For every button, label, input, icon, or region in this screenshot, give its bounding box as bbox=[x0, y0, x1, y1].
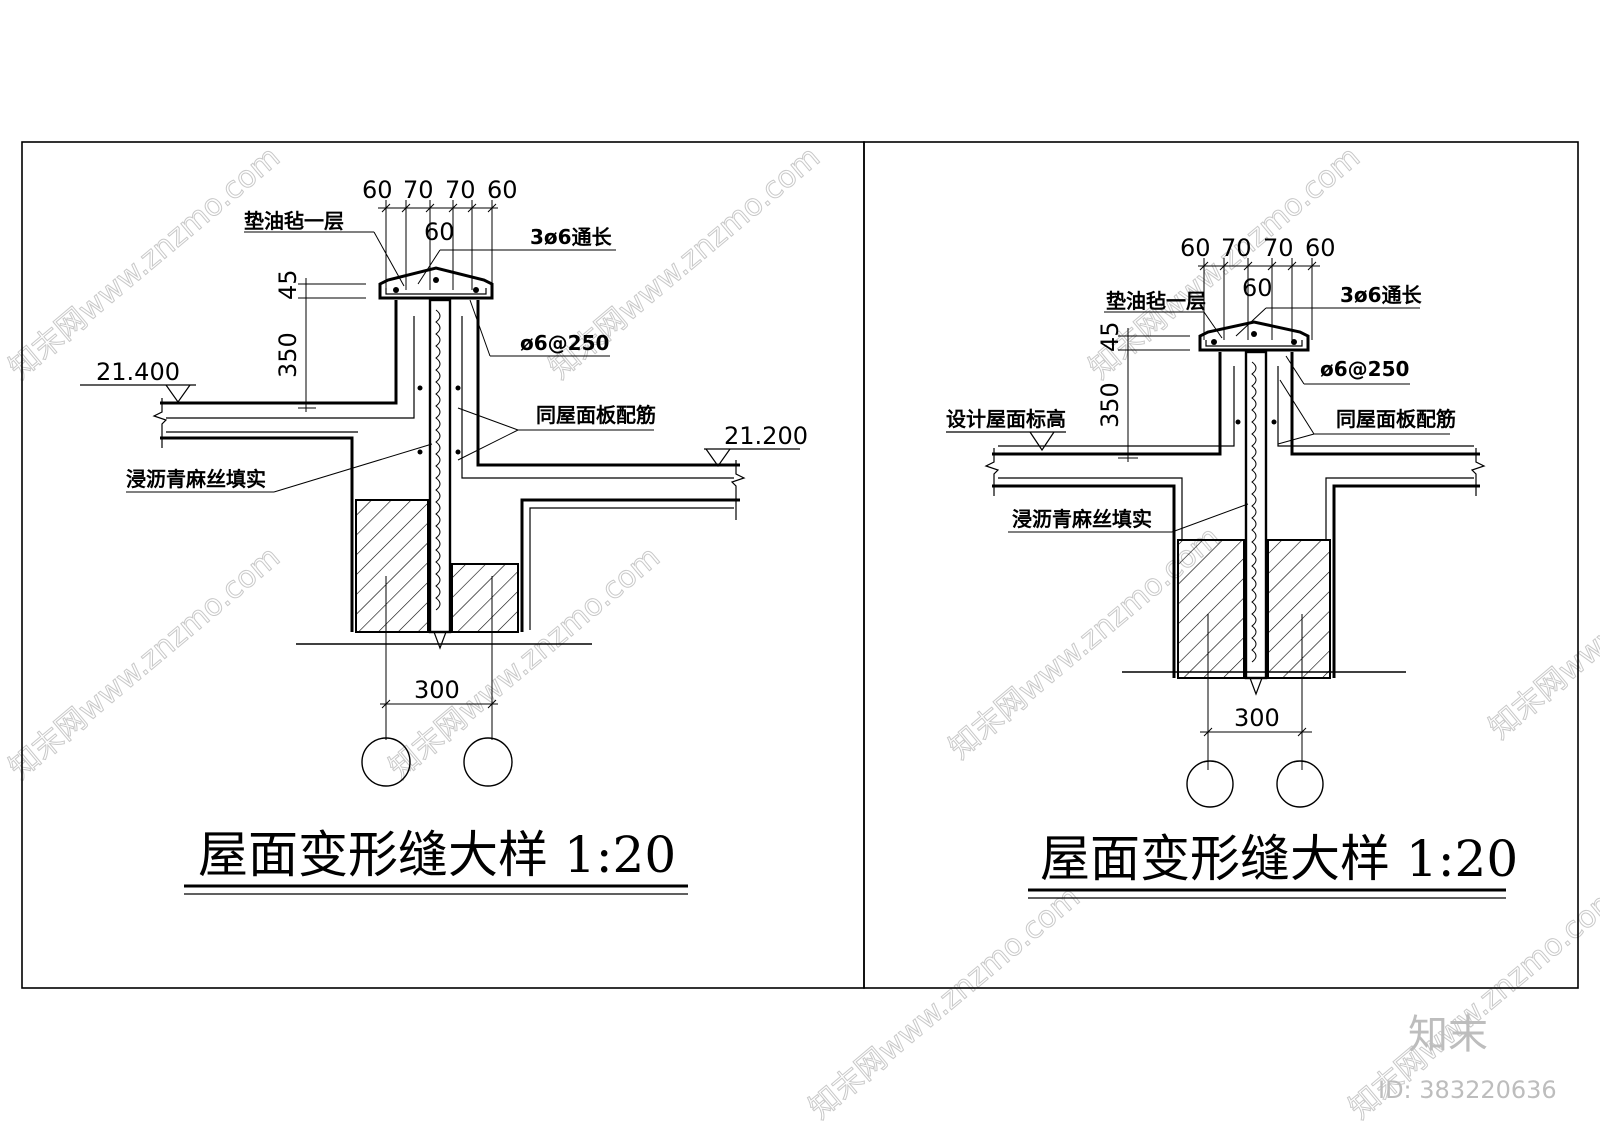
brand-logo: 知末 bbox=[1408, 1012, 1488, 1058]
dim-top-3: 70 bbox=[1263, 234, 1294, 262]
elev-right: 21.200 bbox=[724, 422, 808, 450]
note-slab: 同屋面板配筋 bbox=[536, 403, 656, 427]
axis-circle bbox=[1276, 760, 1324, 808]
axis-circle bbox=[1186, 760, 1234, 808]
right-frame bbox=[863, 141, 1579, 989]
cap-rebars bbox=[1211, 331, 1297, 345]
watermark-text: 知末网www.znzmo.com bbox=[3, 540, 287, 786]
watermark-text: 知末网www.znzmo.com bbox=[1483, 500, 1600, 746]
note-bar: 3ø6通长 bbox=[1340, 283, 1423, 307]
right-detail: 60 70 70 60 60 45 350 bbox=[946, 234, 1518, 899]
dim-300: 300 bbox=[414, 676, 460, 704]
dim-top-2: 70 bbox=[1221, 234, 1252, 262]
dim-top-4: 60 bbox=[487, 176, 518, 204]
dim-mid: 60 bbox=[1242, 274, 1273, 302]
elev-left: 21.400 bbox=[96, 358, 180, 386]
axis-circle bbox=[361, 737, 411, 787]
note-stirrup: ø6@250 bbox=[1320, 357, 1409, 381]
note-felt: 垫油毡一层 bbox=[1106, 289, 1206, 313]
note-bar: 3ø6通长 bbox=[530, 225, 613, 249]
left-detail: 60 70 70 60 60 45 350 bbox=[80, 176, 808, 895]
cap-rebars bbox=[393, 277, 479, 293]
dim-45: 45 bbox=[274, 269, 302, 300]
dim-350: 350 bbox=[1096, 382, 1124, 428]
watermark-text: 知末网www.znzmo.com bbox=[3, 140, 287, 386]
note-felt: 垫油毡一层 bbox=[244, 209, 344, 233]
dim-350: 350 bbox=[274, 332, 302, 378]
note-slab: 同屋面板配筋 bbox=[1336, 407, 1456, 431]
dim-top-4: 60 bbox=[1305, 234, 1336, 262]
note-fill: 浸沥青麻丝填实 bbox=[126, 467, 266, 491]
left-title: 屋面变形缝大样 1:20 bbox=[198, 826, 676, 884]
image-id: ID: 383220636 bbox=[1378, 1076, 1557, 1104]
watermark-text: 知末网www.znzmo.com bbox=[803, 880, 1087, 1126]
dim-45: 45 bbox=[1096, 321, 1124, 352]
note-design: 设计屋面标高 bbox=[946, 407, 1066, 431]
dim-300: 300 bbox=[1234, 704, 1280, 732]
dim-top-1: 60 bbox=[362, 176, 393, 204]
dim-top-2: 70 bbox=[403, 176, 434, 204]
note-fill: 浸沥青麻丝填实 bbox=[1012, 507, 1152, 531]
axis-circle bbox=[463, 737, 513, 787]
dim-top-1: 60 bbox=[1180, 234, 1211, 262]
dim-mid: 60 bbox=[424, 218, 455, 246]
note-stirrup: ø6@250 bbox=[520, 331, 609, 355]
dim-top-3: 70 bbox=[445, 176, 476, 204]
right-title: 屋面变形缝大样 1:20 bbox=[1040, 830, 1518, 888]
